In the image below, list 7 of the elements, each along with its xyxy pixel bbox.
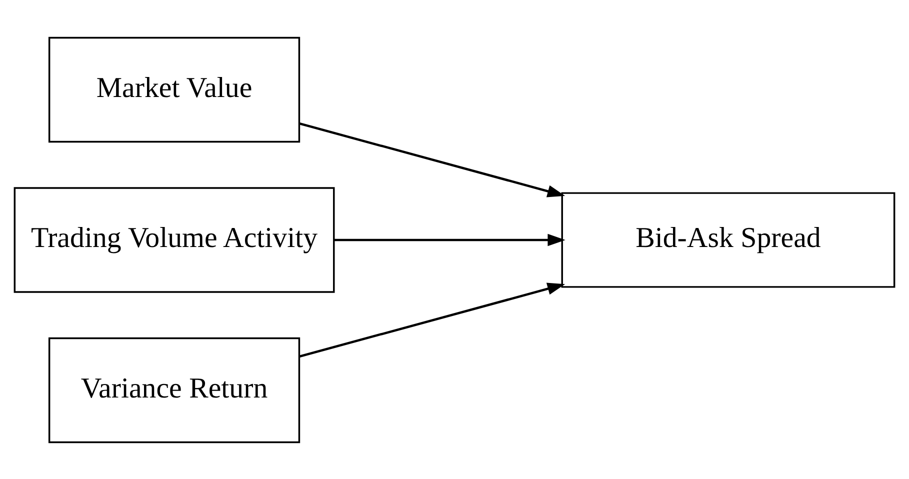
node-box: Market Value (48, 36, 300, 142)
arrow (299, 122, 566, 197)
node-box: Trading Volume Activity (14, 186, 335, 292)
node-box: Bid-Ask Spread (561, 192, 896, 288)
arrow (334, 233, 566, 246)
node-box: Variance Return (48, 336, 300, 443)
arrow (299, 282, 566, 358)
